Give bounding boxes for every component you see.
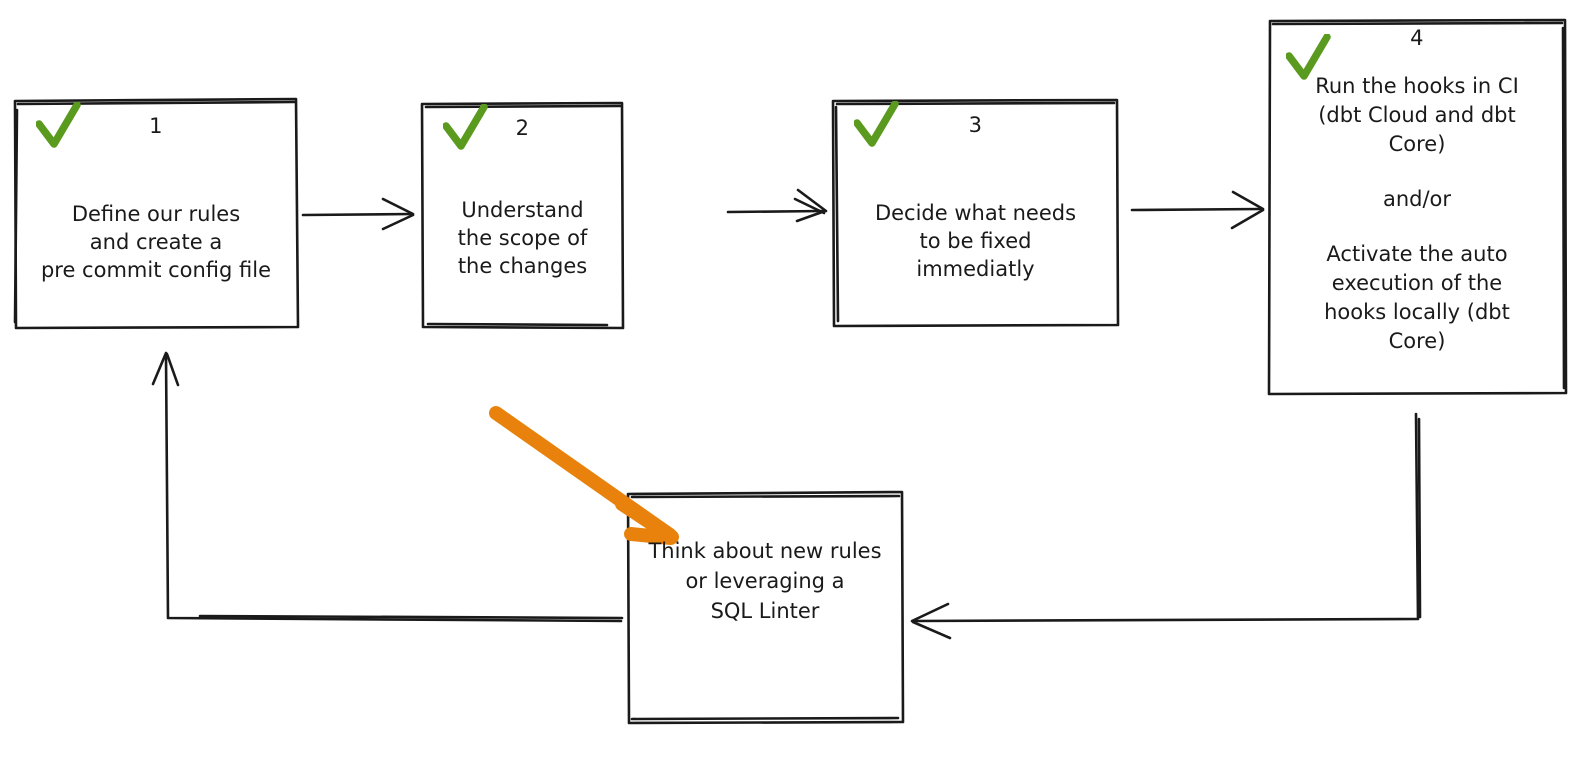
- orange-arrow-icon: [489, 406, 679, 545]
- node-3-step-number: 3: [968, 113, 983, 137]
- node-loop-body: Think about new rules or leveraging a SQ…: [627, 492, 903, 724]
- edge-3-4: [1130, 190, 1265, 230]
- node-1-header: 1: [14, 100, 298, 156]
- node-2-step-number: 2: [515, 116, 530, 140]
- node-3-line-2: to be fixed: [919, 228, 1032, 253]
- flow-node-step-2[interactable]: 2 Understand the scope of the changes: [421, 102, 624, 329]
- node-2-line-1: Understand: [461, 197, 584, 222]
- node-2-body: Understand the scope of the changes: [421, 152, 624, 323]
- flow-node-step-loop[interactable]: Think about new rules or leveraging a SQ…: [627, 492, 903, 724]
- node-4-line-8: Core): [1388, 329, 1446, 353]
- node-4-line-5: Activate the auto: [1326, 242, 1508, 266]
- node-4-step-number: 4: [1410, 26, 1424, 50]
- node-2-header: 2: [421, 102, 624, 158]
- node-1-body: Define our rules and create a pre commit…: [14, 156, 298, 328]
- edge-loop-1: [151, 351, 624, 623]
- node-4-line-3: Core): [1388, 132, 1446, 156]
- flow-node-step-3[interactable]: 3 Decide what needs to be fixed immediat…: [832, 99, 1119, 326]
- node-loop-line-1: Think about new rules: [648, 539, 882, 563]
- green-check-icon: [36, 102, 81, 148]
- green-check-icon: [1286, 34, 1331, 80]
- node-2-line-2: the scope of: [457, 225, 588, 250]
- node-3-line-1: Decide what needs: [874, 200, 1077, 225]
- node-4-outline: [1267, 18, 1568, 396]
- green-check-icon: [854, 101, 899, 147]
- node-4-paragraph-2: and/or: [1383, 185, 1451, 214]
- node-4-line-1: Run the hooks in CI: [1315, 74, 1519, 98]
- node-1-step-number: 1: [149, 114, 163, 138]
- node-3-line-3: immediatly: [916, 256, 1035, 281]
- node-4-line-2: (dbt Cloud and dbt: [1318, 103, 1516, 127]
- green-check-icon: [443, 104, 488, 150]
- node-2-outline: [420, 101, 625, 330]
- node-4-header: 4: [1268, 20, 1566, 80]
- node-1-line-1: Define our rules: [71, 202, 241, 226]
- node-4-body: Run the hooks in CI (dbt Cloud and dbt C…: [1268, 54, 1566, 395]
- node-loop-outline: [626, 490, 905, 725]
- node-4-paragraph-3: Activate the auto execution of the hooks…: [1324, 240, 1510, 356]
- node-4-paragraph-1: Run the hooks in CI (dbt Cloud and dbt C…: [1315, 72, 1519, 159]
- flow-node-step-1[interactable]: 1 Define our rules and create a pre comm…: [14, 100, 298, 328]
- node-loop-line-2: or leveraging a: [685, 569, 845, 593]
- node-1-line-2: and create a: [89, 230, 223, 254]
- node-4-line-7: hooks locally (dbt: [1324, 300, 1510, 324]
- edge-2-3: [726, 188, 828, 223]
- edge-4-loop: [910, 412, 1422, 640]
- node-4-line-4: and/or: [1382, 187, 1452, 211]
- node-2-line-3: the changes: [457, 253, 588, 278]
- node-loop-line-3: SQL Linter: [710, 599, 820, 623]
- node-3-header: 3: [832, 99, 1119, 155]
- node-1-outline: [13, 97, 300, 330]
- node-1-line-3: pre commit config file: [40, 258, 272, 282]
- node-3-body: Decide what needs to be fixed immediatly: [832, 155, 1119, 326]
- node-4-line-6: execution of the: [1331, 271, 1503, 295]
- edge-1-2: [301, 197, 415, 231]
- flow-node-step-4[interactable]: 4 Run the hooks in CI (dbt Cloud and dbt…: [1268, 20, 1566, 395]
- node-3-outline: [831, 98, 1120, 328]
